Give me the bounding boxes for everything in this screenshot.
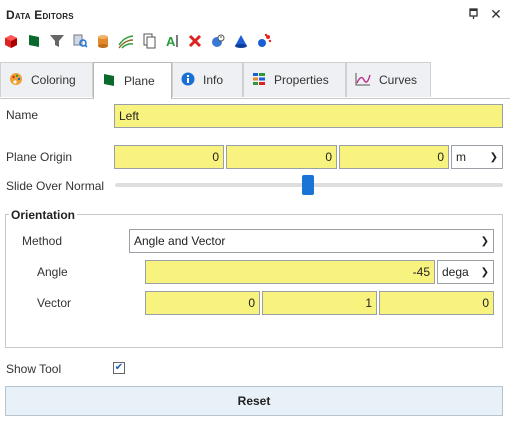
vector-x-field[interactable]: 0	[145, 291, 260, 315]
angle-field[interactable]: -45	[145, 260, 435, 284]
chevron-down-icon: ❯	[480, 266, 489, 278]
vector-y-field[interactable]: 1	[262, 291, 377, 315]
svg-text:A: A	[166, 34, 176, 49]
tab-label: Plane	[124, 74, 155, 88]
chevron-down-icon: ❯	[489, 151, 498, 163]
name-field[interactable]: Left	[114, 104, 503, 128]
probe-icon[interactable]	[71, 32, 89, 50]
orientation-title: Orientation	[9, 208, 78, 222]
angle-units-select[interactable]: dega❯	[437, 260, 494, 284]
particles-icon[interactable]	[255, 32, 273, 50]
vector-z-field[interactable]: 0	[379, 291, 494, 315]
tab-plane[interactable]: Plane	[93, 62, 172, 99]
text-icon[interactable]: A	[163, 32, 181, 50]
sphere-icon[interactable]	[209, 32, 227, 50]
copy-icon[interactable]	[140, 32, 158, 50]
palette-icon	[9, 72, 23, 89]
info-icon	[181, 72, 195, 89]
vector-label: Vector	[37, 296, 72, 310]
show-tool-label: Show Tool	[6, 362, 62, 376]
angle-label: Angle	[37, 265, 68, 279]
delete-icon[interactable]	[186, 32, 204, 50]
units-select[interactable]: m❯	[451, 145, 503, 169]
method-select[interactable]: Angle and Vector❯	[129, 229, 494, 253]
name-label: Name	[6, 108, 39, 122]
plane-origin-z-field[interactable]: 0	[339, 145, 449, 169]
flag-icon[interactable]	[25, 32, 43, 50]
cube-icon[interactable]	[2, 32, 20, 50]
streamlines-icon[interactable]	[117, 32, 135, 50]
chevron-down-icon: ❯	[480, 235, 489, 247]
tab-bar: Coloring Plane Info Properties Curves	[0, 62, 510, 99]
pin-icon[interactable]	[466, 6, 482, 22]
cone-icon[interactable]	[232, 32, 250, 50]
curves-icon	[355, 72, 371, 89]
tab-label: Properties	[274, 73, 329, 87]
slide-over-normal-label: Slide Over Normal	[6, 179, 105, 193]
tab-curves[interactable]: Curves	[346, 62, 431, 97]
toolbar: A	[2, 31, 273, 51]
panel-title: Data Editors	[6, 8, 74, 22]
slide-over-normal-thumb[interactable]	[302, 175, 314, 195]
method-label: Method	[22, 234, 63, 248]
tab-label: Curves	[379, 73, 418, 87]
plane-origin-x-field[interactable]: 0	[114, 145, 224, 169]
plane-origin-y-field[interactable]: 0	[226, 145, 337, 169]
cylinder-icon[interactable]	[94, 32, 112, 50]
tab-properties[interactable]: Properties	[243, 62, 346, 97]
tab-coloring[interactable]: Coloring	[0, 62, 93, 97]
orientation-group	[5, 214, 503, 348]
funnel-icon[interactable]	[48, 32, 66, 50]
show-tool-checkbox[interactable]: ✔	[113, 362, 125, 374]
reset-button[interactable]: Reset	[5, 386, 503, 416]
checkmark-icon: ✔	[114, 362, 124, 373]
flag-icon	[102, 73, 116, 90]
tab-info[interactable]: Info	[172, 62, 243, 97]
tab-label: Info	[203, 73, 224, 87]
properties-icon	[252, 72, 266, 89]
tab-label: Coloring	[31, 73, 76, 87]
plane-origin-label: Plane Origin	[6, 150, 73, 164]
close-icon[interactable]: ✕	[490, 5, 502, 22]
